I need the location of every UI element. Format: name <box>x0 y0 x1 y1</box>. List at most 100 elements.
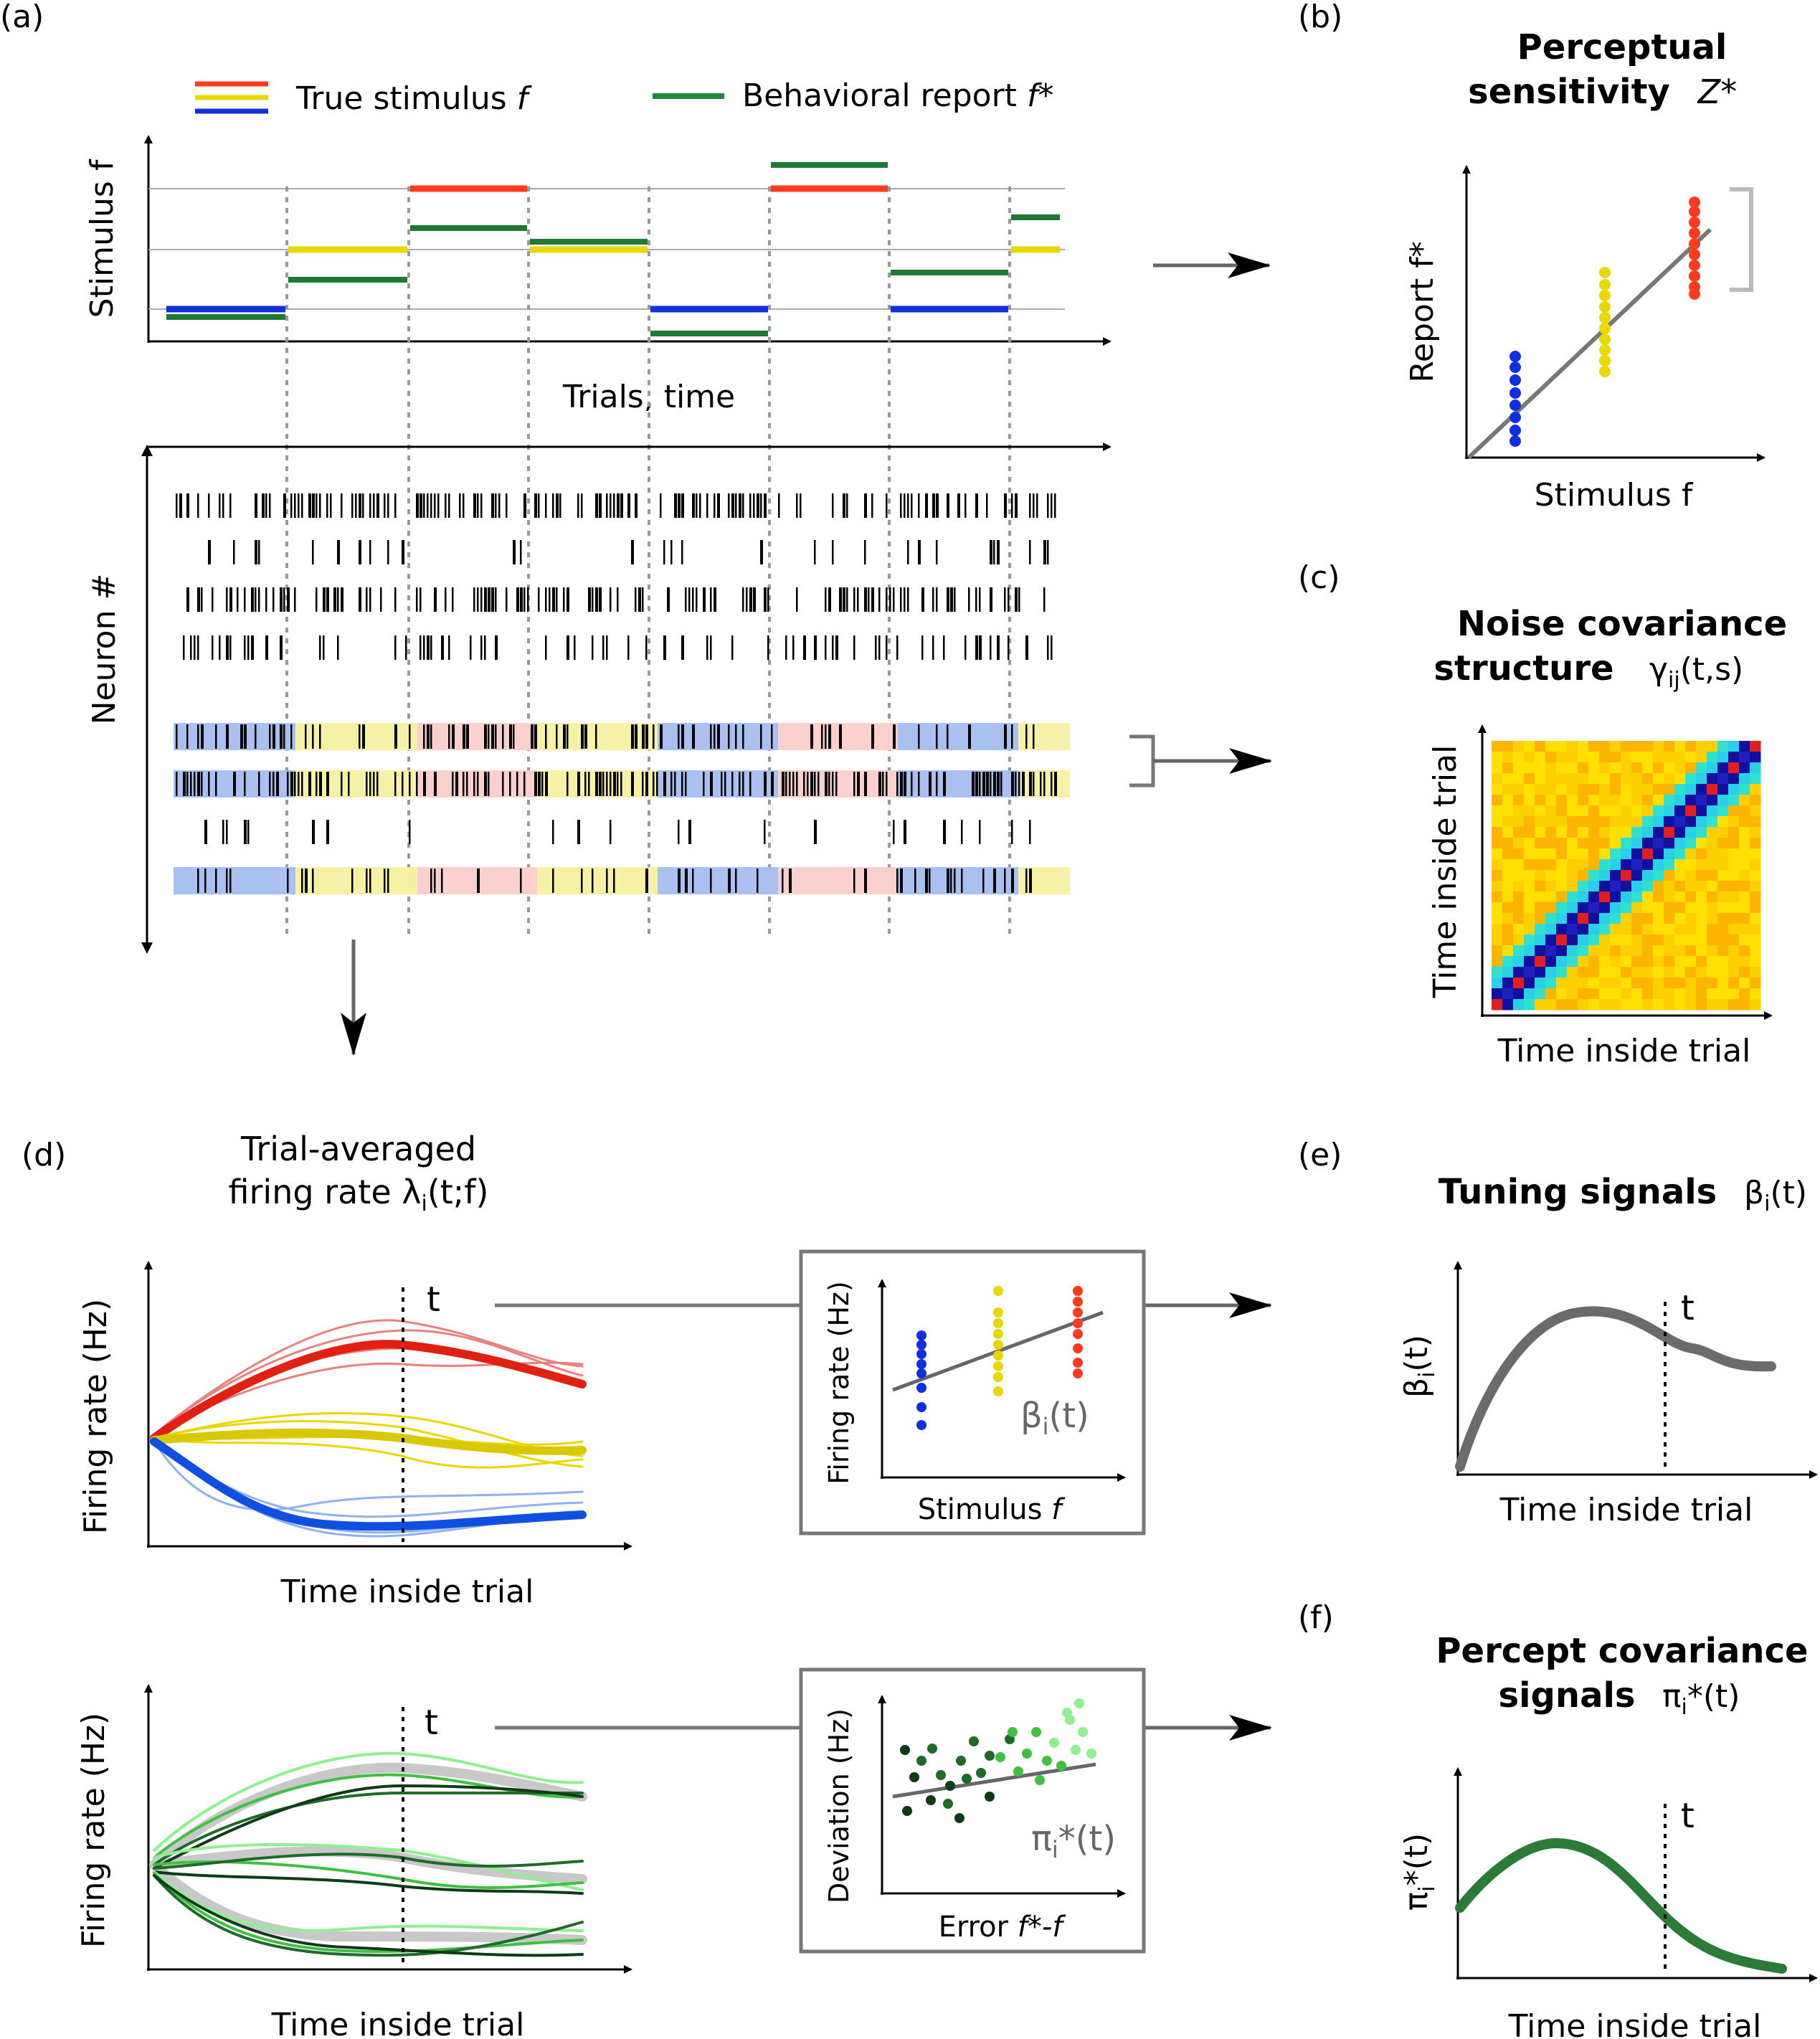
spike <box>269 724 271 749</box>
covariance-cell <box>1674 881 1686 892</box>
spike <box>993 772 996 796</box>
covariance-cell <box>1739 859 1750 871</box>
spike <box>1015 587 1018 612</box>
covariance-cell <box>1707 902 1718 914</box>
spike <box>376 493 379 518</box>
spike <box>251 587 254 612</box>
spike <box>753 493 755 518</box>
covariance-cell <box>1567 988 1578 1000</box>
covariance-cell <box>1524 913 1535 924</box>
spike <box>226 820 228 844</box>
covariance-cell <box>1599 741 1611 752</box>
covariance-cell <box>1707 924 1718 935</box>
spike <box>588 772 590 796</box>
covariance-cell <box>1717 848 1729 860</box>
covariance-cell <box>1588 816 1600 828</box>
spike <box>326 587 329 612</box>
inset-percept-box <box>799 1667 1146 1954</box>
panel-f-t-marker: t <box>1681 1796 1695 1836</box>
spike <box>692 493 695 518</box>
covariance-cell <box>1535 827 1546 838</box>
spike <box>190 635 192 660</box>
covariance-cell <box>1642 784 1654 795</box>
covariance-cell <box>1492 881 1503 892</box>
raster-stimulus-band <box>778 723 898 750</box>
covariance-cell <box>1717 838 1729 849</box>
spike <box>853 869 856 893</box>
spike <box>1029 772 1032 796</box>
covariance-cell <box>1556 978 1568 989</box>
spike <box>1029 493 1031 518</box>
spike <box>964 635 967 660</box>
covariance-cell <box>1610 827 1621 838</box>
spike <box>197 587 200 612</box>
spike <box>1025 635 1028 660</box>
spike <box>556 587 558 612</box>
covariance-cell <box>1696 967 1707 978</box>
spike <box>592 869 594 893</box>
spike <box>255 493 257 518</box>
covariance-cell <box>1502 978 1514 989</box>
spike <box>653 724 655 749</box>
covariance-cell <box>1621 956 1632 968</box>
spike <box>886 493 888 518</box>
spike <box>792 772 795 796</box>
spike <box>574 635 576 660</box>
covariance-cell <box>1653 924 1664 935</box>
covariance-cell <box>1502 816 1514 828</box>
spike <box>394 635 397 660</box>
inset2-xvar: f*-f <box>1018 1911 1067 1944</box>
spike <box>463 493 465 518</box>
spike <box>355 493 357 518</box>
spike <box>384 869 386 893</box>
spike <box>319 724 321 749</box>
covariance-cell <box>1750 988 1761 1000</box>
spike <box>918 772 920 796</box>
spike <box>488 772 490 796</box>
spike <box>864 493 867 518</box>
covariance-cell <box>1556 902 1568 914</box>
covariance-cell <box>1707 978 1718 989</box>
spike <box>430 724 432 749</box>
data-point <box>962 1774 972 1784</box>
covariance-cell <box>1524 924 1535 935</box>
svg-text:True stimulus f: True stimulus f <box>295 80 533 117</box>
spike <box>825 724 827 749</box>
spike <box>531 724 534 749</box>
spike <box>463 724 465 749</box>
spike <box>674 493 677 518</box>
covariance-cell <box>1696 945 1707 957</box>
raster-stimulus-band <box>537 723 658 750</box>
data-point <box>1689 206 1700 217</box>
spike <box>943 820 946 844</box>
spike <box>681 724 684 749</box>
spike <box>986 772 989 796</box>
spike <box>595 724 597 749</box>
covariance-cell <box>1664 827 1675 838</box>
svg-text:βi(t): βi(t) <box>1020 1396 1089 1440</box>
covariance-cell <box>1631 999 1643 1011</box>
covariance-cell <box>1492 945 1503 957</box>
spike <box>473 493 476 518</box>
covariance-cell <box>1717 935 1729 946</box>
spike <box>731 635 734 660</box>
spike <box>366 772 368 796</box>
spike <box>846 587 848 612</box>
data-point <box>993 1372 1003 1382</box>
spike <box>434 493 436 518</box>
covariance-cell <box>1610 956 1621 968</box>
covariance-cell <box>1567 935 1578 946</box>
panel-c: Noise covariance structure γij(t,s) Time… <box>1427 604 1787 1069</box>
panel-b: Perceptual sensitivity Z* Report f* Stim… <box>1404 27 1766 514</box>
covariance-cell <box>1513 891 1525 903</box>
covariance-cell <box>1567 762 1578 774</box>
panel-c-title-args: (t,s) <box>1680 651 1744 688</box>
covariance-cell <box>1685 945 1697 957</box>
spike <box>1029 869 1032 893</box>
spike <box>742 724 744 749</box>
panel-e-title-args: (t) <box>1770 1175 1807 1211</box>
spike <box>312 493 315 518</box>
spike <box>559 493 561 518</box>
covariance-cell <box>1653 902 1664 914</box>
covariance-cell <box>1717 881 1729 892</box>
